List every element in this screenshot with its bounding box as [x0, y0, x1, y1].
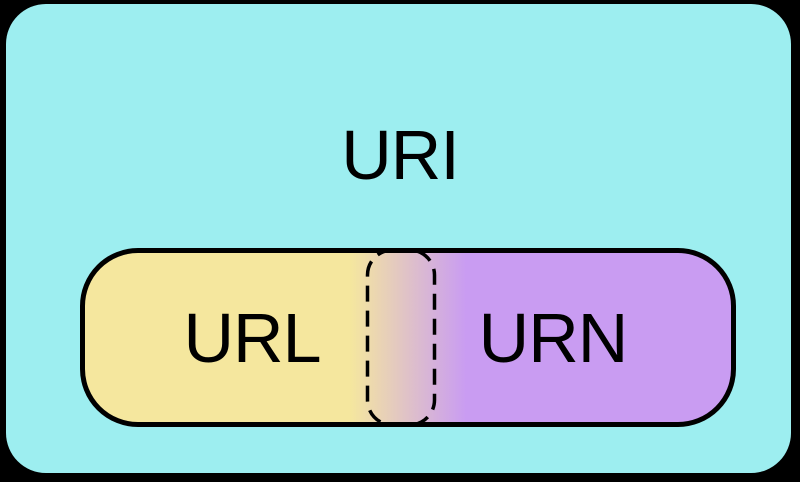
- overlap-dashed-rect: [365, 248, 437, 427]
- overlap-region-dashed-outline: [365, 248, 437, 427]
- url-label: URL: [183, 299, 321, 377]
- uri-label: URI: [341, 116, 460, 194]
- url-urn-pill: [80, 248, 736, 427]
- urn-label: URN: [478, 299, 629, 377]
